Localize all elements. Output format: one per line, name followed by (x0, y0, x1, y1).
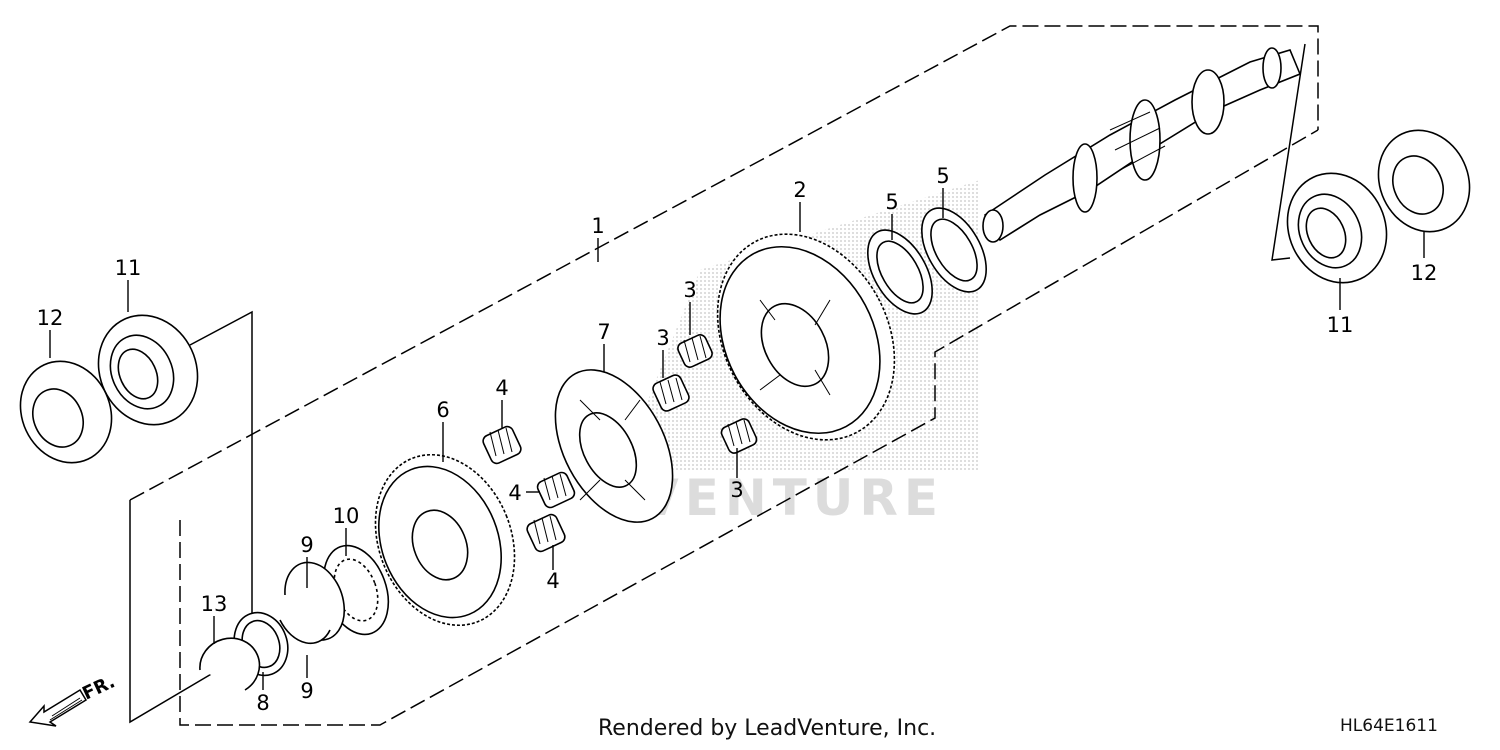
seal-right (1377, 129, 1471, 233)
washer-a (867, 229, 933, 315)
main-shaft (982, 47, 1302, 243)
callout-hub: 7 (597, 320, 610, 344)
front-label: FR. (79, 671, 118, 704)
callout-clip-upper: 9 (300, 533, 313, 557)
callout-washer-a: 5 (885, 190, 898, 214)
clip-upper (284, 561, 345, 641)
spring-3b (652, 374, 690, 412)
front-arrow-icon: FR. (28, 671, 118, 727)
leader-lines (49, 188, 1425, 690)
callout-spring-4b: 4 (508, 481, 521, 505)
callouts: 1 2 3 3 3 4 4 4 5 5 6 7 8 9 9 10 11 11 1… (37, 164, 1438, 715)
spring-4a (482, 425, 522, 465)
callout-washer-8: 8 (256, 691, 269, 715)
credit-text: Rendered by LeadVenture, Inc. (598, 716, 937, 741)
bearing-right (1286, 172, 1388, 284)
washer-b (921, 207, 987, 293)
snap-ring (199, 637, 261, 691)
callout-shaft: 1 (591, 214, 604, 238)
bearing-left (97, 314, 199, 426)
callout-needle-bearing: 10 (333, 504, 360, 528)
callout-bearing-right: 11 (1327, 313, 1354, 337)
gear-small (374, 453, 516, 627)
seal-left (19, 360, 113, 464)
callout-washer-b: 5 (936, 164, 949, 188)
callout-spring-4c: 4 (546, 569, 559, 593)
callout-clip-lower: 9 (300, 679, 313, 703)
gear-large (716, 233, 896, 441)
spring-3a (677, 334, 713, 368)
callout-spring-3a: 3 (683, 278, 696, 302)
clip-lower (279, 619, 331, 645)
callout-spring-3c: 3 (730, 478, 743, 502)
callout-bearing-left: 11 (115, 256, 142, 280)
hub (554, 369, 674, 523)
callout-spring-4a: 4 (495, 376, 508, 400)
callout-snap-ring: 13 (201, 592, 228, 616)
callout-seal-right: 12 (1411, 261, 1438, 285)
callout-gear-small: 6 (436, 398, 449, 422)
spring-4b (536, 471, 576, 509)
watermark-text: VENTURE (640, 469, 944, 527)
callout-spring-3b: 3 (656, 326, 669, 350)
spring-3c (720, 418, 758, 454)
spring-4c (526, 513, 566, 553)
callout-gear-large: 2 (793, 178, 806, 202)
diagram-code: HL64E1611 (1340, 716, 1438, 736)
springs (482, 334, 758, 553)
callout-seal-left: 12 (37, 306, 64, 330)
